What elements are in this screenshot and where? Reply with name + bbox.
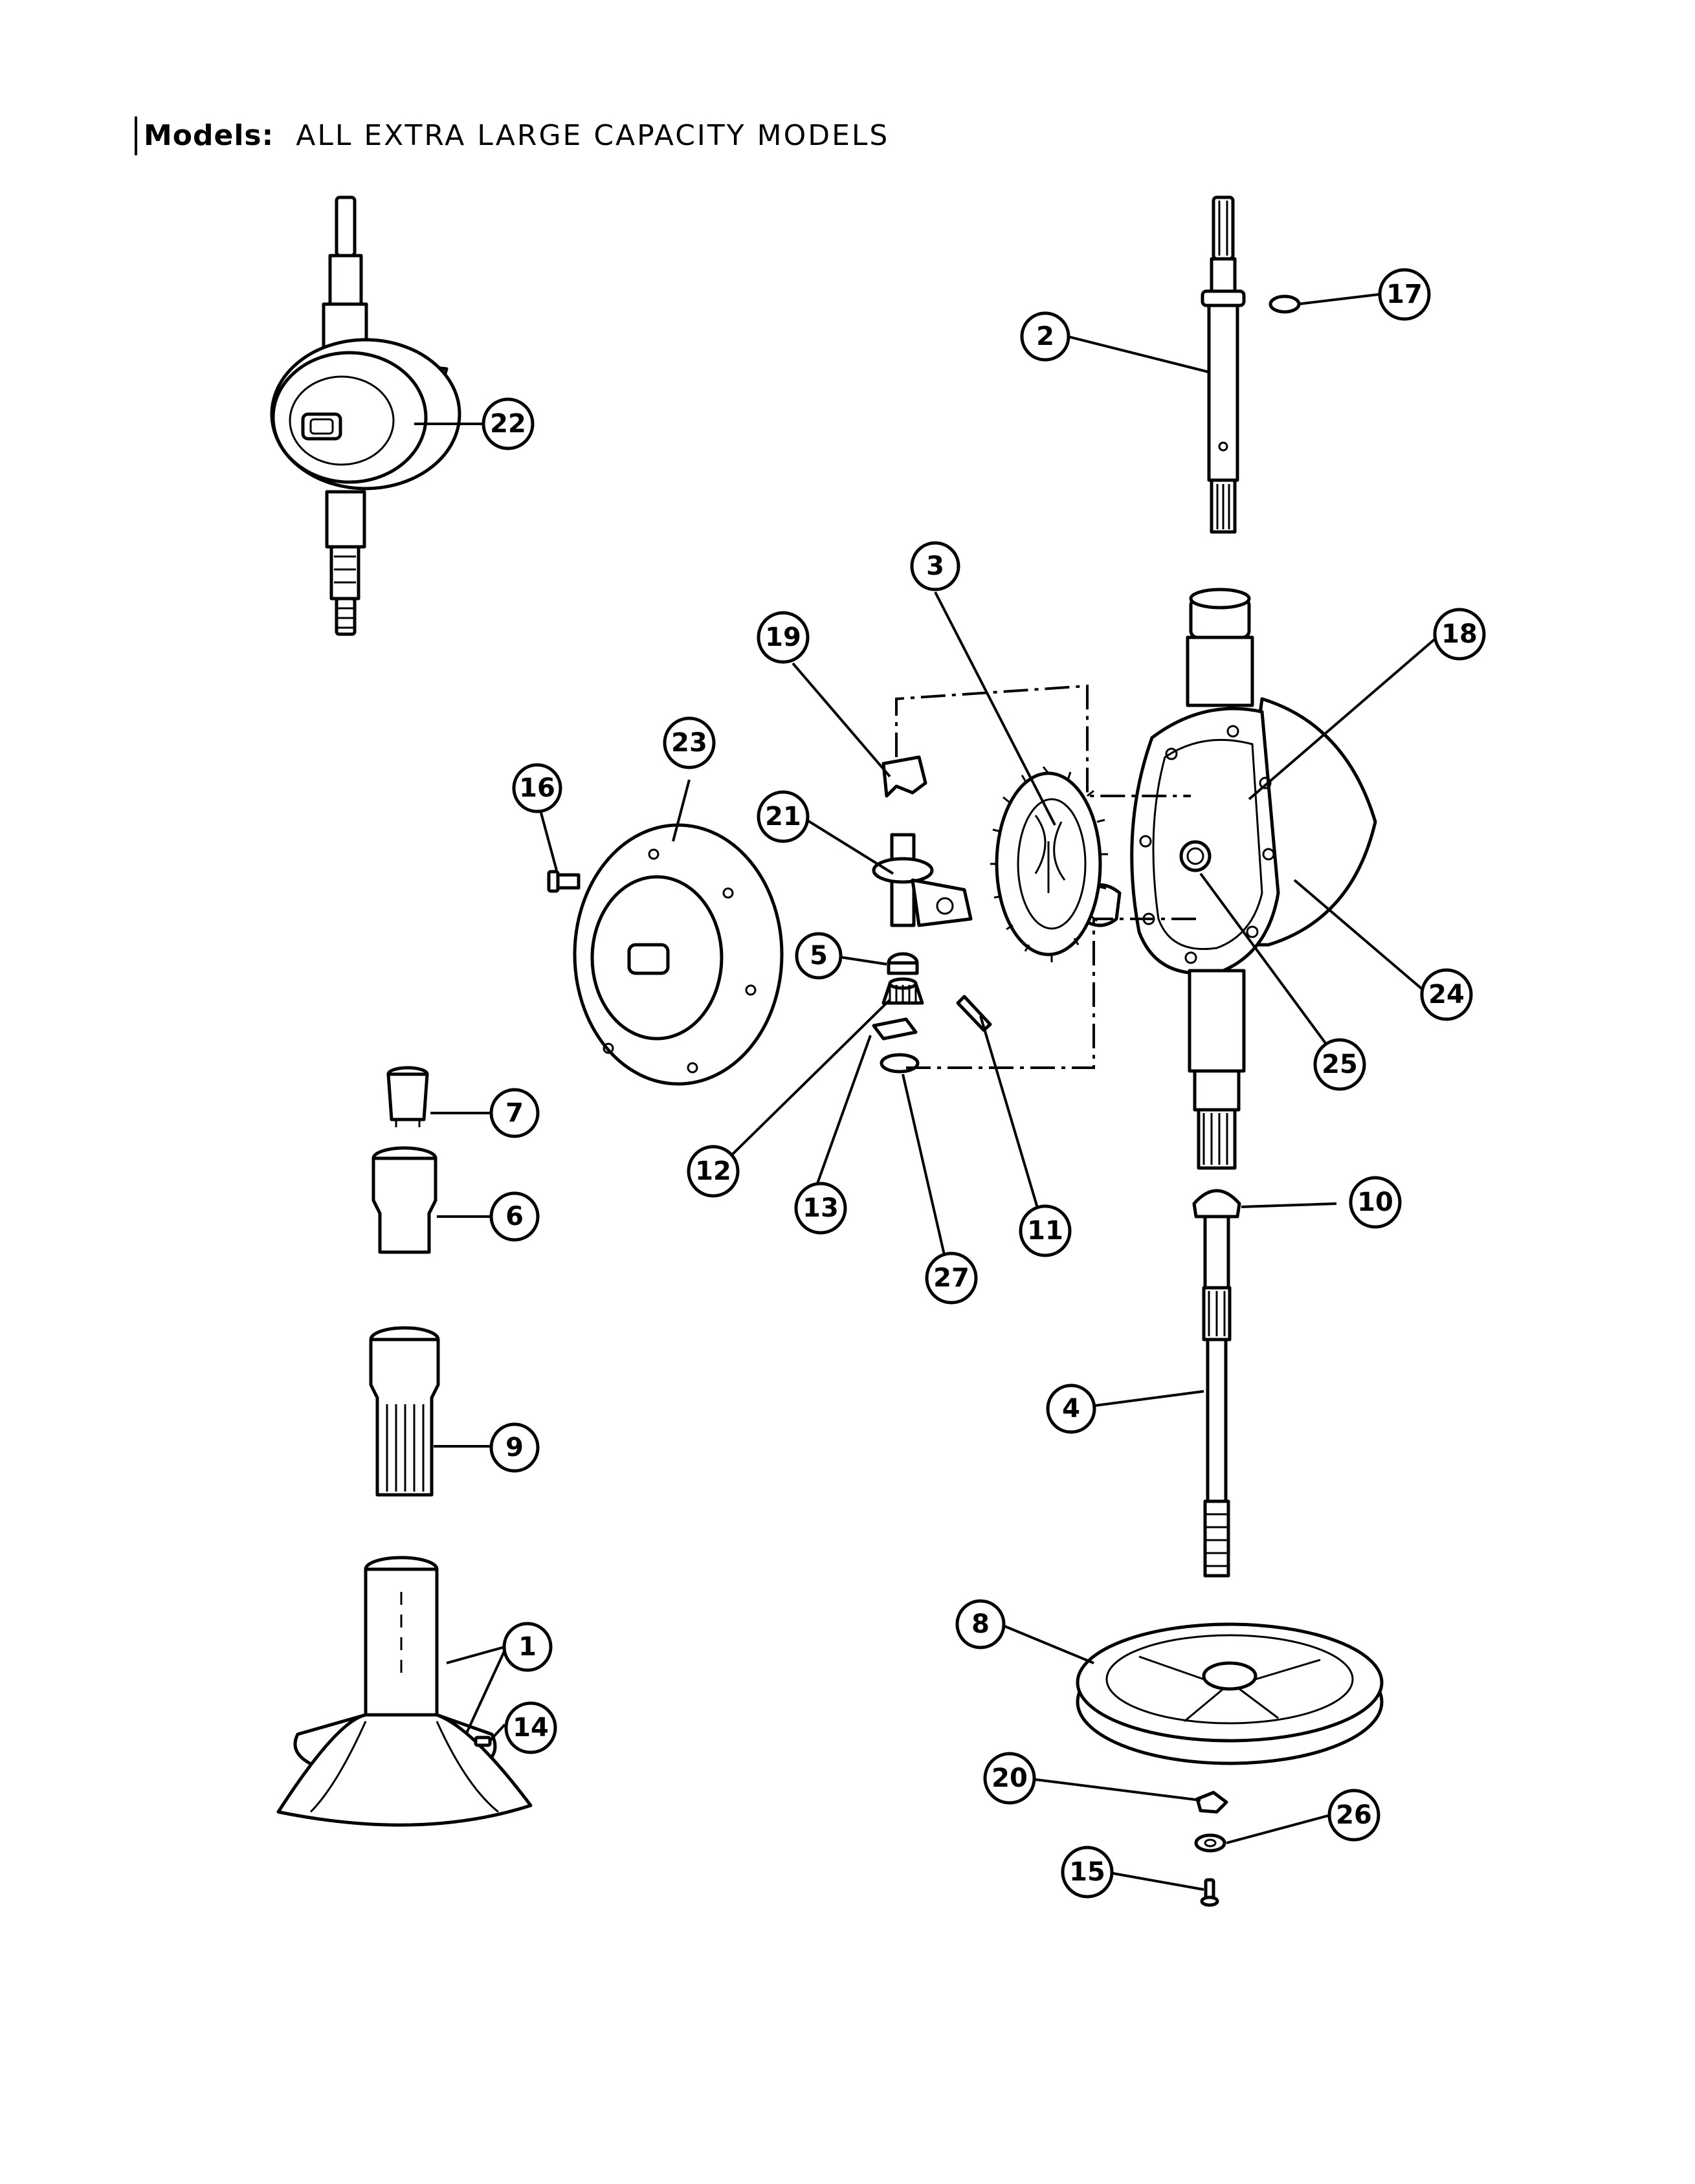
assembly-line	[895, 684, 1191, 797]
callout-10: 10	[1349, 1176, 1402, 1229]
callout-6: 6	[489, 1191, 540, 1242]
callout-8: 8	[955, 1599, 1006, 1649]
part-15-screw	[1200, 1878, 1219, 1907]
callout-17: 17	[1378, 268, 1431, 321]
callout-21: 21	[757, 790, 810, 843]
callout-27: 27	[925, 1252, 978, 1305]
svg-text:4: 4	[1062, 1394, 1080, 1424]
svg-text:25: 25	[1322, 1050, 1358, 1079]
svg-text:8: 8	[971, 1609, 990, 1639]
callout-16: 16	[512, 763, 562, 813]
svg-text:7: 7	[505, 1098, 524, 1128]
part-2-shaft	[1201, 195, 1246, 534]
callout-20: 20	[983, 1752, 1036, 1805]
part-6-bushing	[371, 1146, 438, 1254]
callout-14: 14	[504, 1701, 557, 1754]
part-19-clip	[881, 755, 927, 798]
callout-19: 19	[757, 611, 810, 664]
svg-text:6: 6	[505, 1202, 524, 1231]
part-13-washer	[872, 1017, 918, 1041]
assembly-line	[906, 918, 1197, 1069]
part-25-seal	[1186, 847, 1204, 865]
callout-18: 18	[1433, 608, 1486, 661]
part-10-cap	[1192, 1189, 1241, 1219]
part-4-shaft	[1202, 1215, 1232, 1578]
part-20-nut	[1195, 1791, 1228, 1814]
models-text: ALL EXTRA LARGE CAPACITY MODELS	[296, 119, 890, 152]
part-14-screw	[474, 1736, 492, 1747]
callout-9: 9	[489, 1422, 540, 1473]
callout-25: 25	[1313, 1038, 1366, 1091]
callout-13: 13	[794, 1182, 847, 1235]
svg-text:15: 15	[1069, 1857, 1105, 1887]
part-26-washer	[1194, 1833, 1226, 1853]
svg-text:20: 20	[992, 1763, 1028, 1793]
part-27-washer	[880, 1053, 920, 1074]
part-12-pinion	[881, 977, 924, 1005]
svg-text:10: 10	[1357, 1187, 1393, 1217]
svg-text:22: 22	[490, 409, 526, 439]
callout-23: 23	[663, 716, 716, 769]
callout-4: 4	[1046, 1384, 1096, 1434]
callout-2: 2	[1020, 311, 1070, 362]
callout-22: 22	[482, 397, 535, 450]
svg-text:11: 11	[1027, 1216, 1063, 1246]
part-1-agitator	[276, 1556, 533, 1827]
part-22-transmission-assembly	[270, 195, 461, 636]
svg-text:24: 24	[1428, 980, 1465, 1009]
part-5-washer	[887, 952, 919, 975]
part-21-crank	[872, 833, 973, 927]
svg-text:13: 13	[803, 1193, 839, 1223]
models-heading: Models: ALL EXTRA LARGE CAPACITY MODELS	[135, 116, 889, 155]
part-8-pulley	[1076, 1622, 1384, 1765]
svg-text:18: 18	[1441, 619, 1478, 649]
callout-1: 1	[502, 1622, 553, 1672]
callout-11: 11	[1019, 1204, 1072, 1257]
part-3-gear	[990, 766, 1108, 962]
svg-text:16: 16	[519, 773, 555, 803]
svg-text:14: 14	[513, 1713, 549, 1743]
callout-15: 15	[1061, 1846, 1114, 1899]
callout-24: 24	[1420, 968, 1473, 1021]
svg-text:12: 12	[695, 1156, 731, 1186]
part-23-cover	[573, 823, 784, 1086]
callout-26: 26	[1327, 1789, 1380, 1842]
svg-text:9: 9	[505, 1433, 524, 1462]
svg-text:27: 27	[933, 1263, 969, 1293]
svg-text:21: 21	[765, 802, 801, 832]
svg-text:19: 19	[765, 623, 801, 652]
svg-text:3: 3	[926, 551, 944, 581]
part-9-tube	[369, 1326, 440, 1497]
callout-7: 7	[489, 1088, 540, 1138]
part-7-cap	[386, 1066, 429, 1127]
part-16-screw	[547, 870, 581, 893]
leader-lines	[414, 293, 1438, 1891]
svg-text:1: 1	[518, 1632, 537, 1662]
callout-3: 3	[910, 541, 960, 591]
svg-text:5: 5	[810, 941, 828, 971]
part-11-pin	[956, 995, 992, 1032]
part-17-ring	[1268, 294, 1301, 314]
models-label: Models:	[144, 119, 274, 152]
svg-text:23: 23	[671, 728, 707, 758]
svg-text:26: 26	[1336, 1800, 1372, 1830]
svg-text:2: 2	[1036, 322, 1054, 351]
svg-text:17: 17	[1386, 280, 1423, 309]
callout-12: 12	[687, 1145, 740, 1198]
part-24-gear-case	[1079, 588, 1377, 1170]
callout-5: 5	[795, 932, 843, 980]
